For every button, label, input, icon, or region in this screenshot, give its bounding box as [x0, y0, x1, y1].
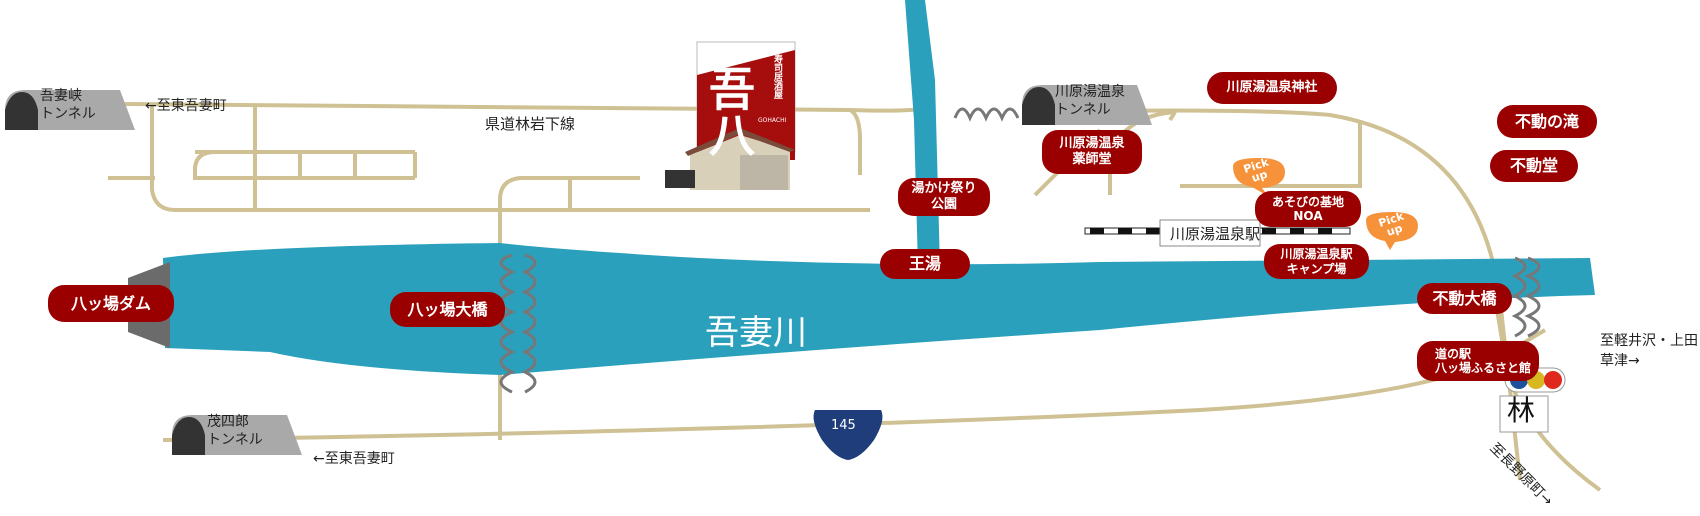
road-prefectural: [119, 102, 931, 113]
direction-west-top: ←至東吾妻町: [145, 98, 227, 114]
river-name: 吾妻川: [705, 313, 807, 353]
direction-east: 至軽井沢・上田草津→: [1600, 333, 1698, 369]
restaurant-romaji: GOHACHI: [758, 117, 787, 124]
road-name: 県道林岩下線: [485, 115, 576, 133]
tunnel-kawarayu: 川原湯温泉トンネル: [1055, 84, 1125, 118]
label-oyu[interactable]: 王湯: [880, 249, 970, 279]
tunnel-moshiro: 茂四郎トンネル: [207, 414, 263, 448]
label-shrine[interactable]: 川原湯温泉神社: [1207, 72, 1337, 104]
intersection-name: 林: [1507, 394, 1536, 427]
label-yamba-bridge[interactable]: 八ッ場大橋: [390, 292, 505, 327]
bridge-tributary: [953, 107, 1020, 122]
gohachi-sign: [665, 41, 796, 190]
label-dam[interactable]: 八ッ場ダム: [48, 285, 174, 322]
label-yakushido[interactable]: 川原湯温泉薬師堂: [1042, 130, 1142, 174]
label-waterfall[interactable]: 不動の滝: [1497, 105, 1597, 138]
tunnel-agatsumakyo: 吾妻峡トンネル: [40, 88, 96, 122]
bridge-yamba: [499, 253, 537, 394]
route-145-shield: [813, 410, 883, 460]
label-michinoeki[interactable]: 道の駅八ッ場ふるさと館: [1417, 341, 1539, 381]
label-camp[interactable]: 川原湯温泉駅キャンプ場: [1264, 244, 1369, 279]
tributary-river: [905, 0, 940, 268]
label-fudodo[interactable]: 不動堂: [1490, 150, 1578, 182]
restaurant-name: 吾八: [702, 65, 756, 157]
river-agatsuma: [163, 243, 1595, 375]
label-fudo-bridge[interactable]: 不動大橋: [1417, 283, 1512, 314]
direction-west-bottom: ←至東吾妻町: [313, 451, 395, 467]
station-name: 川原湯温泉駅: [1170, 225, 1261, 243]
restaurant-subtitle: 寿司居酒屋: [772, 54, 782, 99]
label-park[interactable]: 湯かけ祭り公園: [898, 178, 990, 216]
route-number: 145: [831, 418, 856, 433]
railway: [1084, 219, 1351, 247]
bridge-fudo: [1511, 256, 1541, 338]
road-west-loop: [108, 104, 870, 212]
pickup-bubble-noa: [1233, 158, 1285, 196]
tunnel-shapes: [5, 85, 1152, 455]
pickup-bubble-camp: [1366, 212, 1418, 250]
